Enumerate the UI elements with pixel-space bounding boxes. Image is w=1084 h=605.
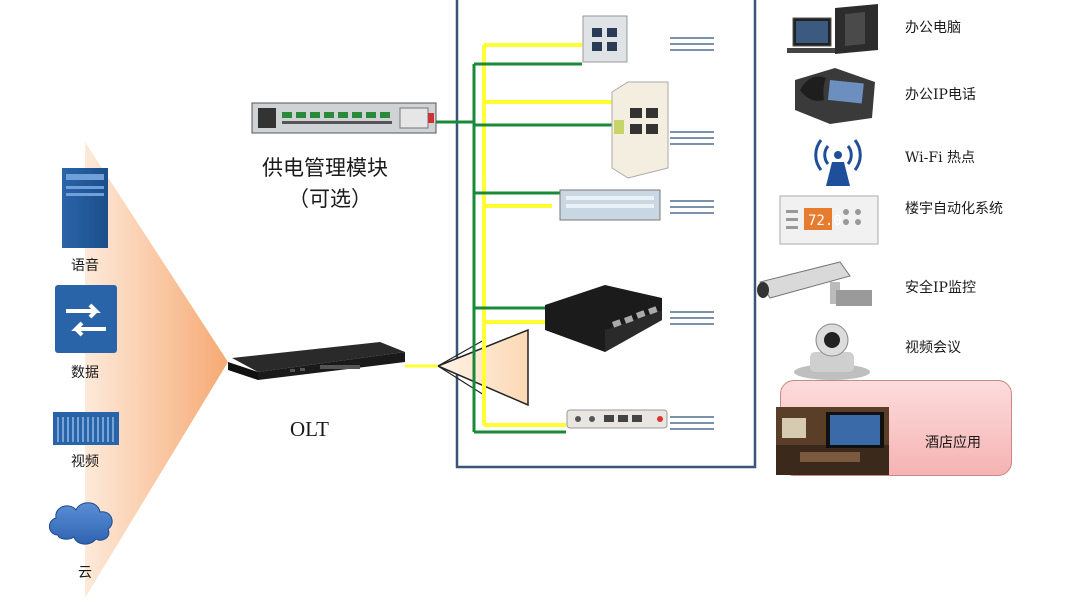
svg-text:72.0: 72.0 <box>808 213 842 229</box>
slim-onu-icon <box>566 409 668 429</box>
onu-frame <box>455 0 757 469</box>
endpoint-label-wifi: Wi-Fi 热点 <box>905 150 975 166</box>
video-rack-icon <box>53 412 119 445</box>
desktop-computer-icon <box>787 4 878 54</box>
endpoint-label-security-camera: 安全IP监控 <box>905 280 976 296</box>
rack-onu-icon <box>559 189 661 221</box>
hotel-room-icon <box>776 407 889 475</box>
service-fan <box>85 142 228 598</box>
endpoint-label-building-automation: 楼宇自动化系统 <box>905 201 1003 217</box>
service-label-video: 视频 <box>71 454 99 470</box>
service-label-voice: 语音 <box>71 258 99 274</box>
endpoint-label-ip-phone: 办公IP电话 <box>905 87 976 103</box>
power-module-optional-label: （可选） <box>288 187 372 211</box>
desktop-onu-icon <box>545 285 662 352</box>
hotel-application-label: 酒店应用 <box>925 435 981 451</box>
video-conference-camera-icon <box>794 323 870 380</box>
service-label-data: 数据 <box>71 365 99 381</box>
thermostat-icon: 72.0 <box>779 195 879 245</box>
wifi-icon <box>814 139 862 186</box>
olt-rack-icon <box>228 342 405 380</box>
olt-label: OLT <box>290 417 329 441</box>
wall-panel-onu-icon <box>582 15 628 63</box>
security-camera-icon <box>757 261 872 306</box>
endpoint-label-office-pc: 办公电脑 <box>905 20 961 36</box>
power-rack-icon <box>251 102 437 134</box>
server-icon <box>62 168 108 248</box>
wall-box-onu-icon <box>611 81 669 179</box>
ip-phone-icon <box>795 68 875 124</box>
service-label-cloud: 云 <box>78 565 92 581</box>
cloud-icon <box>49 502 113 545</box>
switch-icon <box>55 285 117 353</box>
endpoint-label-video-conference: 视频会议 <box>905 340 961 356</box>
power-module-label: 供电管理模块 <box>262 156 388 180</box>
